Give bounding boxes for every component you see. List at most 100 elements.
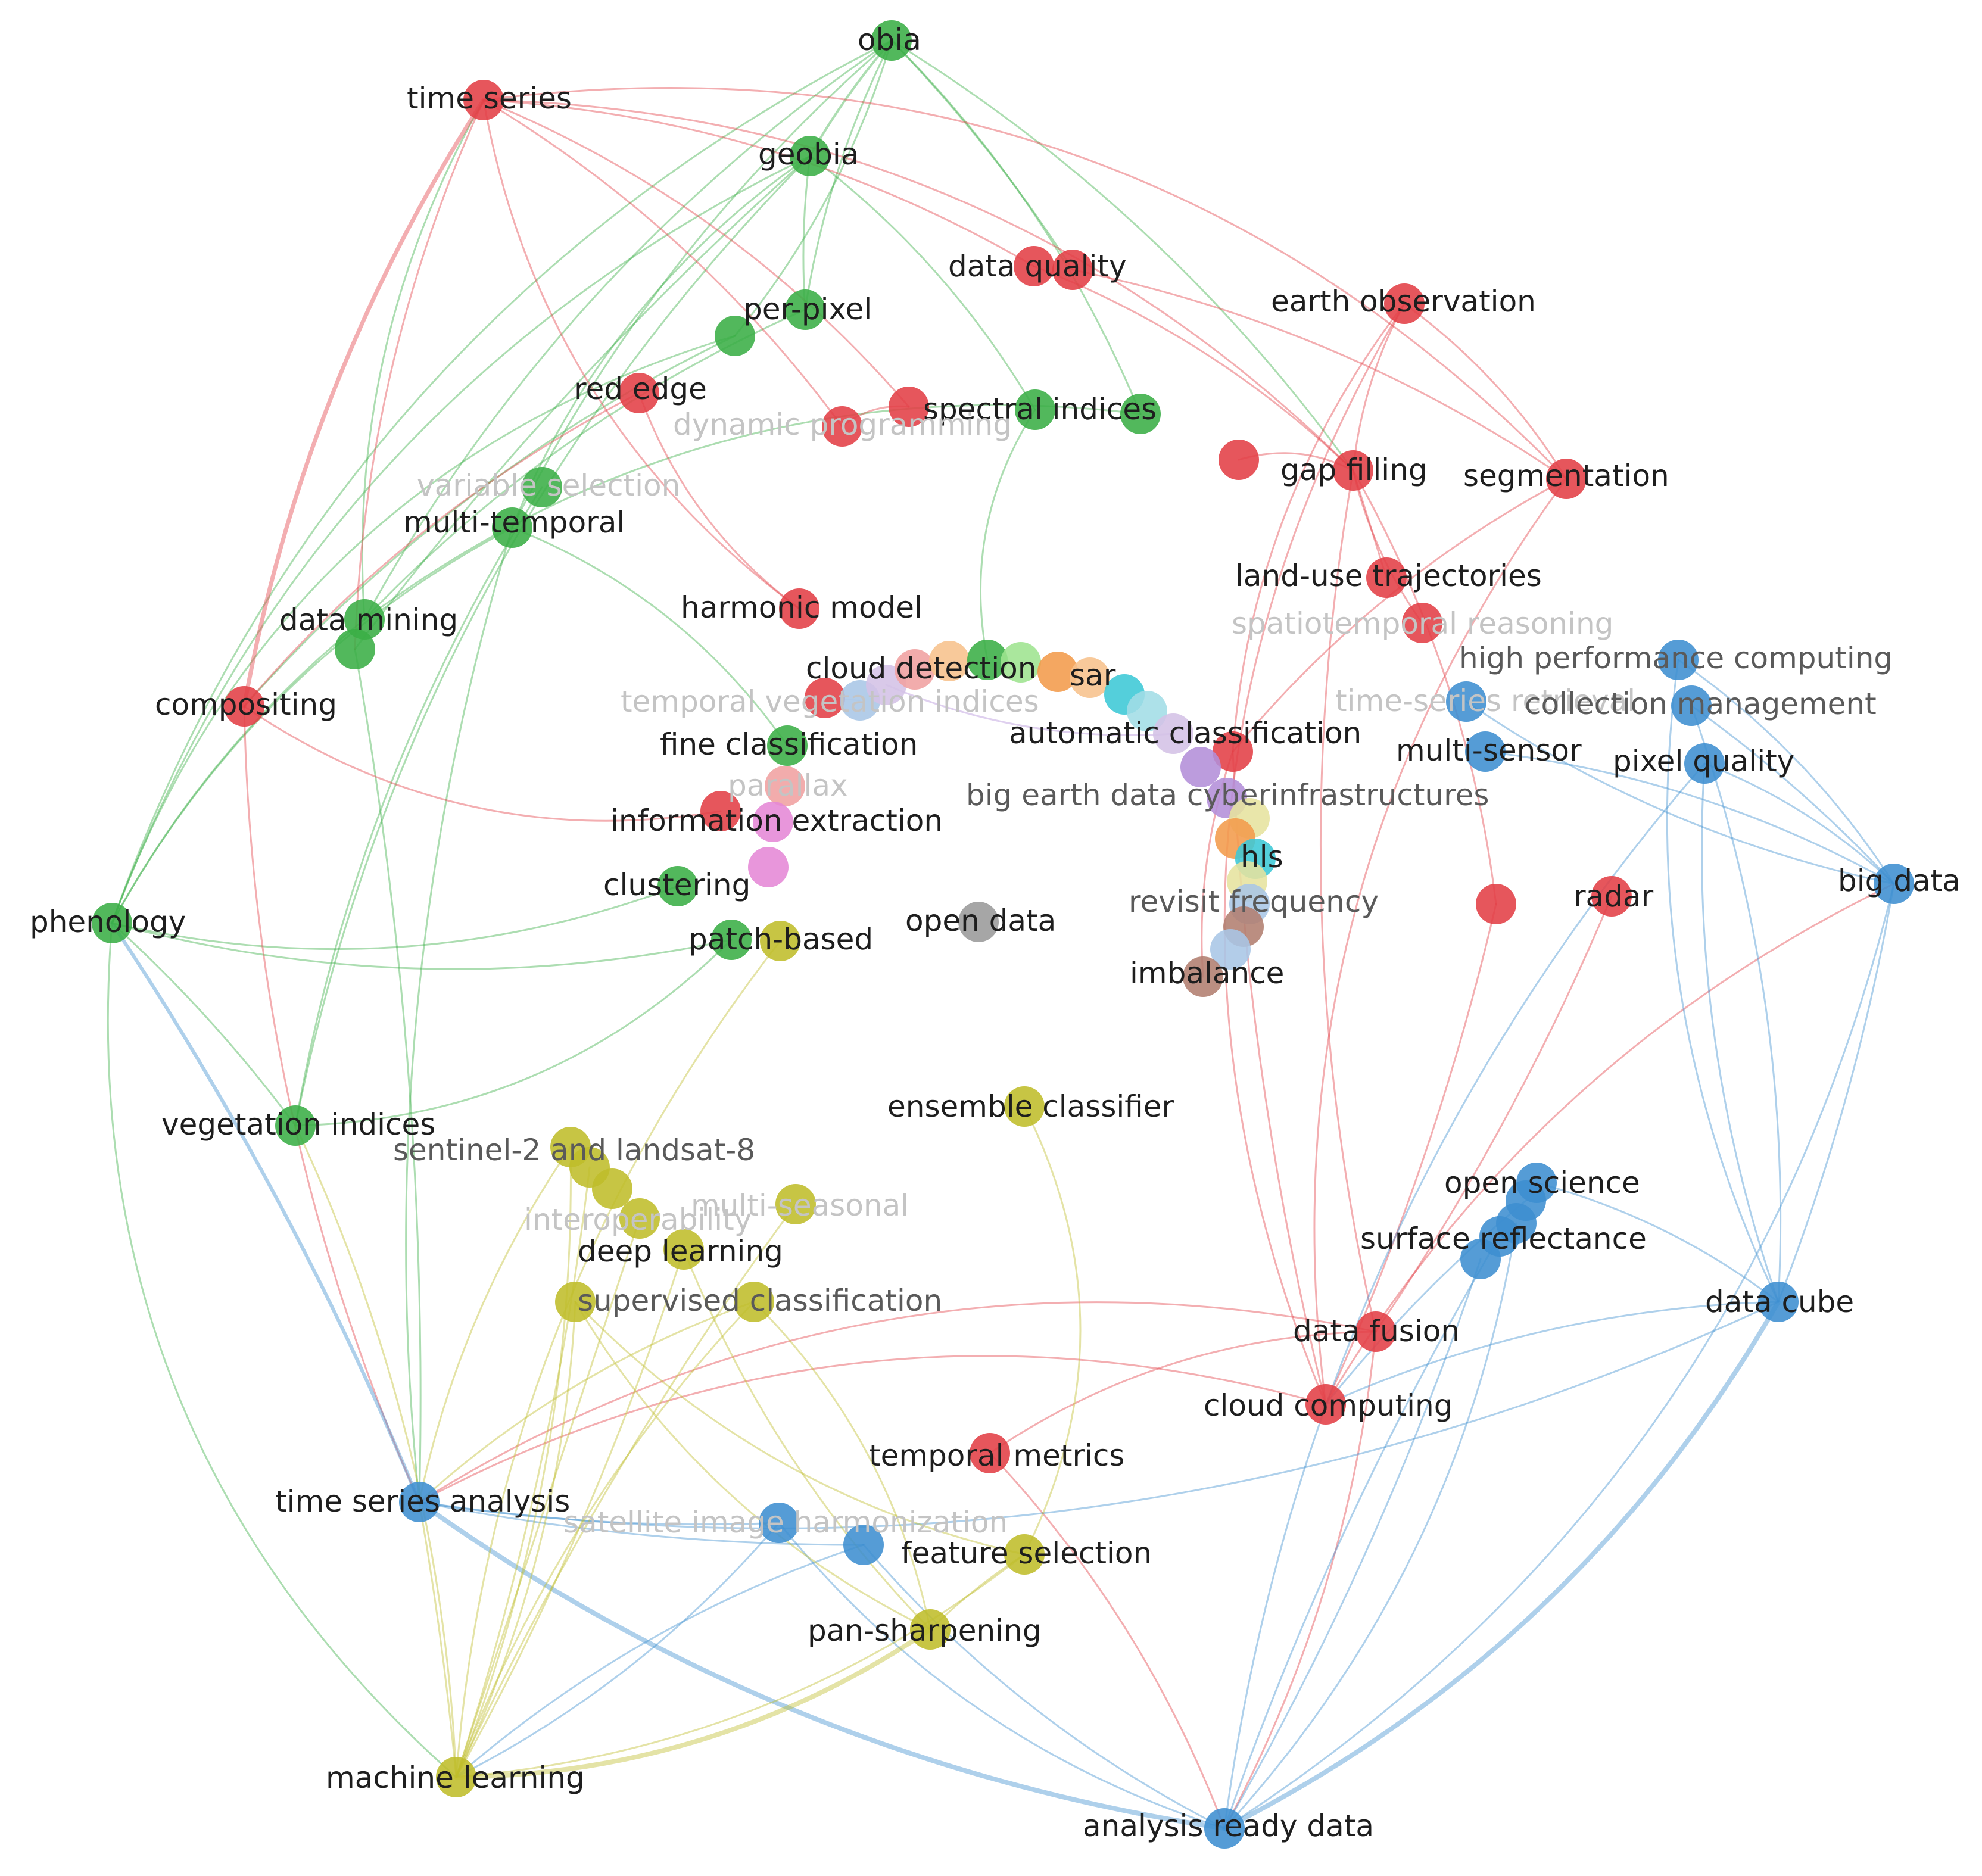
node-fine-classification[interactable] bbox=[767, 725, 808, 766]
edge-time-series-analysis-to-satellite-harmonization bbox=[418, 1501, 780, 1526]
node-open-data[interactable] bbox=[958, 902, 999, 942]
edge-data-fusion-to-analysis-ready-data bbox=[1223, 1330, 1377, 1830]
node-time-series-retrieval[interactable] bbox=[1446, 681, 1486, 722]
node-cd-4[interactable] bbox=[895, 649, 935, 690]
node-imb-2[interactable] bbox=[1183, 956, 1223, 997]
node-harmonic-model[interactable] bbox=[779, 588, 819, 629]
node-big-data[interactable] bbox=[1874, 864, 1914, 904]
label-revisit-frequency: revisit frequency bbox=[1129, 884, 1379, 919]
node-imb-1[interactable] bbox=[1210, 929, 1251, 970]
edge-phenology-to-patch-based-a bbox=[111, 922, 733, 970]
node-compositing[interactable] bbox=[224, 686, 264, 727]
node-parallax[interactable] bbox=[765, 766, 805, 806]
label-big-data: big data bbox=[1838, 864, 1961, 898]
node-red-edge[interactable] bbox=[619, 373, 659, 413]
node-sar-d[interactable] bbox=[1127, 691, 1167, 731]
node-sar-b[interactable] bbox=[1070, 657, 1110, 698]
node-cd-1[interactable] bbox=[805, 678, 845, 718]
node-ac-2[interactable] bbox=[1213, 731, 1253, 772]
node-multi-seasonal[interactable] bbox=[775, 1184, 816, 1224]
node-variable-selection[interactable] bbox=[522, 467, 562, 507]
edge-machine-learning-to-sentinel-landsat-a bbox=[455, 1146, 572, 1778]
edge-per-pixel-a-to-phenology bbox=[111, 335, 736, 924]
edge-phenology-to-machine-learning bbox=[107, 922, 457, 1778]
edge-gap-filling-b-to-data-fusion bbox=[1319, 469, 1377, 1333]
node-information-extraction-b[interactable] bbox=[753, 802, 793, 842]
edge-data-mining-a-to-time-series bbox=[361, 99, 485, 621]
node-gap-filling-a[interactable] bbox=[1219, 440, 1259, 480]
edge-radar-b-to-data-fusion bbox=[1375, 895, 1613, 1333]
node-collection-management[interactable] bbox=[1671, 685, 1712, 726]
node-geobia[interactable] bbox=[790, 136, 830, 176]
node-dynamic-programming[interactable] bbox=[822, 406, 862, 447]
node-cd-7[interactable] bbox=[1001, 642, 1041, 683]
label-temporal-vegetation-indices: temporal vegetation indices bbox=[621, 684, 1039, 719]
node-cd-6[interactable] bbox=[967, 640, 1008, 680]
edge-time-series-analysis-to-analysis-ready-data bbox=[417, 1500, 1227, 1831]
node-machine-learning[interactable] bbox=[436, 1757, 476, 1797]
node-obia[interactable] bbox=[871, 20, 912, 61]
node-spectral-b[interactable] bbox=[1015, 389, 1055, 430]
node-cloud-computing[interactable] bbox=[1305, 1384, 1346, 1425]
node-ac-3[interactable] bbox=[1180, 747, 1221, 787]
node-multi-sensor[interactable] bbox=[1465, 731, 1506, 772]
node-ac-1[interactable] bbox=[1153, 713, 1193, 754]
node-spectral-a[interactable] bbox=[889, 387, 929, 427]
node-pixel-quality[interactable] bbox=[1684, 743, 1725, 784]
node-spatiotemporal-reasoning[interactable] bbox=[1402, 603, 1442, 643]
node-data-mining-b[interactable] bbox=[335, 629, 375, 669]
node-time-series-analysis[interactable] bbox=[399, 1482, 440, 1522]
edge-geobia-to-phenology bbox=[111, 155, 811, 924]
node-ensemble-classifier[interactable] bbox=[1004, 1086, 1045, 1127]
node-interop[interactable] bbox=[619, 1198, 660, 1239]
node-vegetation-indices[interactable] bbox=[275, 1105, 316, 1146]
node-data-fusion[interactable] bbox=[1355, 1311, 1396, 1352]
node-sentinel-landsat-c[interactable] bbox=[592, 1168, 632, 1209]
node-data-quality-a[interactable] bbox=[1014, 246, 1054, 286]
node-data-quality-b[interactable] bbox=[1052, 250, 1093, 290]
edge-time-series-to-dynamic-programming bbox=[482, 99, 843, 428]
node-feature-selection-b[interactable] bbox=[1004, 1534, 1045, 1575]
node-multi-temporal[interactable] bbox=[492, 507, 532, 548]
node-feature-selection-a[interactable] bbox=[843, 1525, 884, 1565]
node-surface-reflectance-b[interactable] bbox=[1460, 1239, 1501, 1279]
node-deep-learning[interactable] bbox=[663, 1229, 704, 1270]
edge-compositing-to-information-extraction-a bbox=[243, 705, 722, 822]
node-time-series[interactable] bbox=[463, 80, 504, 120]
node-sar-a[interactable] bbox=[1037, 652, 1078, 692]
node-clustering-b[interactable] bbox=[748, 847, 789, 887]
node-information-extraction-a[interactable] bbox=[700, 791, 741, 831]
edge-high-performance-computing-to-big-data bbox=[1677, 659, 1895, 885]
node-earth-observation[interactable] bbox=[1384, 283, 1425, 324]
node-radar-a[interactable] bbox=[1476, 884, 1516, 924]
edge-phenology-to-clustering-a bbox=[111, 885, 679, 951]
node-phenology[interactable] bbox=[92, 903, 132, 943]
node-segmentation[interactable] bbox=[1546, 459, 1587, 499]
node-pan-sharpening[interactable] bbox=[910, 1609, 951, 1650]
edge-big-data-to-data-cube bbox=[1777, 883, 1895, 1303]
label-satellite-image-harmonization: satellite image harmonization bbox=[563, 1505, 1008, 1540]
node-clustering-a[interactable] bbox=[657, 866, 698, 906]
node-gap-filling-b[interactable] bbox=[1333, 450, 1373, 491]
label-geobia: geobia bbox=[758, 137, 859, 172]
node-radar-b[interactable] bbox=[1591, 876, 1632, 917]
node-per-pixel-b[interactable] bbox=[785, 289, 825, 330]
node-supervised-b[interactable] bbox=[734, 1282, 774, 1322]
node-high-performance-computing[interactable] bbox=[1658, 640, 1699, 680]
node-patch-based-b[interactable] bbox=[760, 921, 800, 961]
node-temporal-metrics[interactable] bbox=[970, 1433, 1010, 1473]
node-analysis-ready-data[interactable] bbox=[1204, 1808, 1245, 1849]
node-supervised-a[interactable] bbox=[555, 1282, 596, 1322]
edge-data-quality-b-to-segmentation bbox=[1071, 269, 1567, 480]
label-big-earth-data-cyberinfrastructures: big earth data cyberinfrastructures bbox=[966, 778, 1489, 812]
edge-obia-to-multi-temporal bbox=[511, 39, 893, 529]
node-per-pixel-a[interactable] bbox=[715, 316, 755, 356]
node-patch-based-a[interactable] bbox=[711, 920, 752, 960]
node-satellite-harmonization[interactable] bbox=[759, 1503, 799, 1543]
node-cd-5[interactable] bbox=[929, 641, 970, 681]
node-data-cube[interactable] bbox=[1758, 1282, 1799, 1322]
node-land-use-trajectories[interactable] bbox=[1366, 557, 1407, 598]
node-spectral-c[interactable] bbox=[1120, 394, 1161, 434]
label-earth-observation: earth observation bbox=[1271, 284, 1536, 319]
